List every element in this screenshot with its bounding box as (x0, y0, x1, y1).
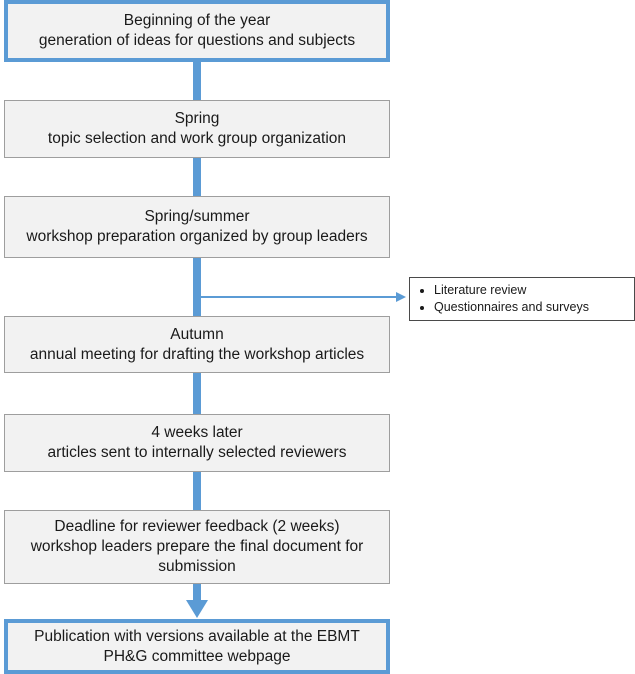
step-4-title: Autumn (170, 325, 224, 343)
step-4-description: annual meeting for drafting the workshop… (29, 345, 365, 363)
connector-1-2 (193, 62, 201, 100)
step-1-title: Beginning of the year (123, 12, 271, 29)
preparation-activities-list: Literature review Questionnaires and sur… (410, 282, 634, 316)
connector-6-7 (193, 584, 201, 602)
step-3-title: Spring/summer (144, 208, 250, 225)
step-5-title: 4 weeks later (151, 424, 243, 441)
step-1-description: generation of ideas for questions and su… (38, 32, 356, 49)
branch-arrow-head (396, 292, 406, 302)
step-6-title: Deadline for reviewer feedback (2 weeks) (54, 518, 340, 535)
step-2-title: Spring (174, 110, 220, 127)
step-publication: Publication with versions available at t… (4, 619, 390, 674)
connector-2-3 (193, 158, 201, 196)
step-2-description: topic selection and work group organizat… (47, 130, 347, 147)
arrow-head-to-publication (186, 600, 208, 618)
step-3-description: workshop preparation organized by group … (26, 228, 368, 245)
connector-4-5 (193, 373, 201, 414)
step-reviewer-deadline: Deadline for reviewer feedback (2 weeks)… (4, 510, 390, 584)
step-6-description-line2: submission (158, 558, 236, 575)
step-spring: Spring topic selection and work group or… (4, 100, 390, 158)
activity-questionnaires-surveys: Questionnaires and surveys (434, 299, 634, 316)
step-spring-summer: Spring/summer workshop preparation organ… (4, 196, 390, 258)
preparation-activities-box: Literature review Questionnaires and sur… (409, 277, 635, 321)
step-5-description: articles sent to internally selected rev… (47, 444, 347, 461)
connector-5-6 (193, 472, 201, 510)
step-6-description-line1: workshop leaders prepare the final docum… (30, 538, 364, 555)
step-7-line1: Publication with versions available at t… (34, 627, 360, 645)
step-autumn: Autumn annual meeting for drafting the w… (4, 316, 390, 373)
step-beginning-of-year: Beginning of the year generation of idea… (4, 0, 390, 62)
connector-3-4 (193, 258, 201, 316)
step-4-weeks-later: 4 weeks later articles sent to internall… (4, 414, 390, 472)
step-7-line2: PH&G committee webpage (103, 647, 291, 665)
activity-literature-review: Literature review (434, 282, 634, 299)
